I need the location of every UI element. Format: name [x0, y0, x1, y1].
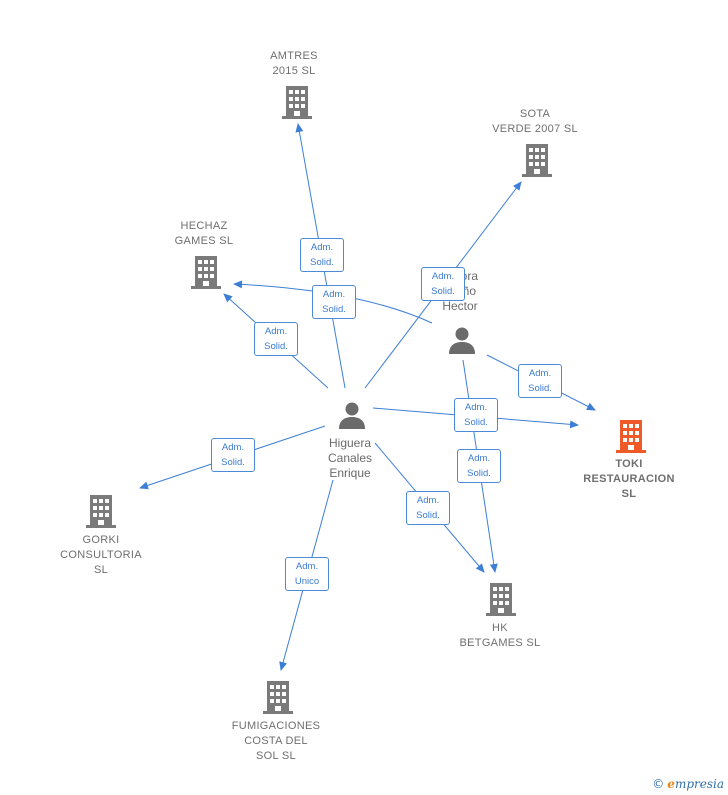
hector-person-icon[interactable] — [447, 325, 477, 355]
hk-label[interactable]: HK BETGAMES SL — [459, 622, 541, 649]
toki-building-icon[interactable] — [614, 418, 648, 454]
empresia-logo-text: mpresia — [674, 777, 724, 791]
amtres-building-icon[interactable] — [280, 84, 314, 120]
edge-label-hechaz-hector[interactable]: Adm. Solid. — [312, 285, 356, 319]
edge-label-hechaz-higuera[interactable]: Adm. Solid. — [254, 322, 298, 356]
edge-label-hk-higuera[interactable]: Adm. Solid. — [406, 491, 450, 525]
sota-label[interactable]: SOTA VERDE 2007 SL — [492, 108, 578, 135]
hk-building-icon[interactable] — [484, 581, 518, 617]
higuera-label[interactable]: Higuera Canales Enrique — [327, 436, 373, 480]
gorki-label[interactable]: GORKI CONSULTORIA SL — [60, 534, 142, 576]
edge-label-toki-higuera[interactable]: Adm. Solid. — [454, 398, 498, 432]
edge-label-fumigaciones[interactable]: Adm. Unico — [285, 557, 329, 591]
copyright-symbol: © — [652, 777, 665, 791]
edge-label-amtres[interactable]: Adm. Solid. — [300, 238, 344, 272]
higuera-person-icon[interactable] — [337, 400, 367, 430]
empresia-watermark: ©empresia — [652, 777, 724, 791]
edge-label-gorki[interactable]: Adm. Solid. — [211, 438, 255, 472]
sota-building-icon[interactable] — [520, 142, 554, 178]
hechaz-label[interactable]: HECHAZ GAMES SL — [174, 220, 234, 247]
edge-label-hk-hector[interactable]: Adm. Solid. — [457, 449, 501, 483]
fumigaciones-building-icon[interactable] — [261, 679, 295, 715]
empresia-logo-initial: e — [667, 777, 675, 791]
edge-label-sota[interactable]: Adm. Solid. — [421, 267, 465, 301]
toki-label[interactable]: TOKI RESTAURACION SL — [583, 458, 675, 500]
edge-label-toki-hector[interactable]: Adm. Solid. — [518, 364, 562, 398]
gorki-building-icon[interactable] — [84, 493, 118, 529]
amtres-label[interactable]: AMTRES 2015 SL — [270, 50, 318, 77]
hechaz-building-icon[interactable] — [189, 254, 223, 290]
fumigaciones-label[interactable]: FUMIGACIONES COSTA DEL SOL SL — [231, 720, 321, 762]
